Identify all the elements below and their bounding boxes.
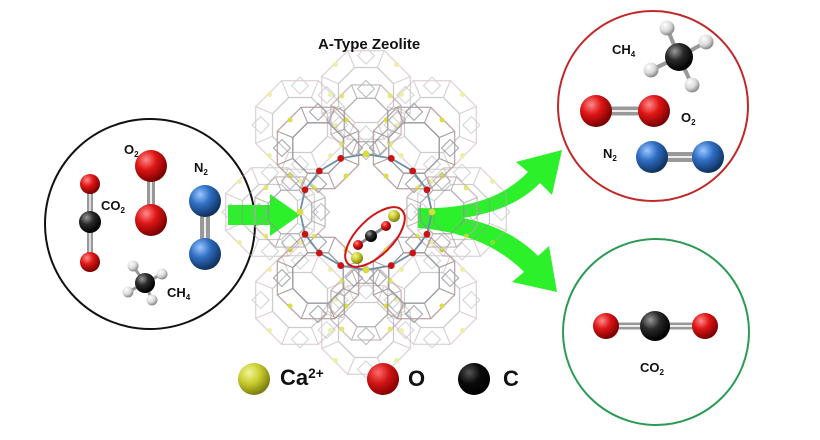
label-co2-output: CO2 [640,360,664,377]
legend-label-c: C [503,366,519,391]
legend-swatch-c [458,363,490,395]
label-n2-input: N2 [194,160,208,177]
co2-molecule-input [79,174,101,272]
label-o2-input: O2 [124,142,139,159]
arrow-to-adsorbed-co2 [418,214,557,292]
legend [238,363,490,395]
zeolite-pore-molecules [296,150,436,274]
adsorbed-co2-circle [562,238,750,426]
n2-molecule-input [189,185,221,270]
co2-molecule-output [593,311,718,341]
label-n2-output: N2 [603,146,617,163]
o2-molecule-input [135,150,167,236]
label-ch4-input: CH4 [167,285,191,302]
label-o2-output: O2 [681,110,696,127]
ch4-molecule-output [643,20,714,93]
o2-molecule-output [580,95,670,127]
ch4-molecule-input [122,260,168,306]
label-co2-input: CO2 [101,198,125,215]
n2-molecule-output [636,141,724,173]
legend-swatch-ca [238,363,270,395]
zeolite-title: A-Type Zeolite [318,36,421,53]
legend-label-ca: Ca2+ [280,365,324,390]
legend-label-o: O [408,366,426,391]
input-mixture-circle [44,118,256,330]
arrow-to-passed-gases [418,150,562,221]
legend-swatch-o [367,363,399,395]
passed-gases-circle [557,10,749,202]
zeolite-framework [221,46,511,379]
label-ch4-output: CH4 [612,42,636,59]
